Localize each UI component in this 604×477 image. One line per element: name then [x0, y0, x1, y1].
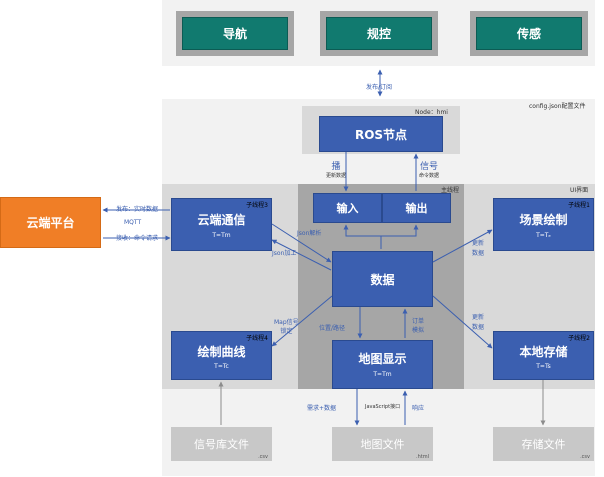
cloud-mqtt-label: MQTT: [124, 219, 142, 226]
cloud-platform-box[interactable]: 云端平台: [0, 197, 101, 248]
ros-node-box[interactable]: ROS节点: [319, 116, 443, 152]
curve-draw-period: T=Tc: [214, 363, 229, 370]
map-display-title: 地图显示: [358, 352, 407, 366]
config-file-label: config.json配置文件: [529, 103, 586, 110]
ros-up-title: 信号: [419, 162, 438, 172]
json-parse-label: Json解析: [297, 230, 322, 237]
data-box[interactable]: 数据: [332, 251, 433, 307]
position-path-label: 位置/路径: [319, 325, 346, 332]
map-file-title: 地图文件: [360, 438, 405, 451]
output-label: 输出: [405, 202, 428, 215]
map-file[interactable]: 地图文件 .html: [332, 427, 433, 461]
update-data-label-2: 更新 数据: [472, 314, 485, 331]
main-thread-label: 主线程: [441, 187, 460, 194]
local-storage-period: T=Ts: [536, 363, 551, 370]
curve-draw-box[interactable]: 子线程4 绘制曲线 T=Tc: [171, 331, 272, 380]
order-simulation-label: 订单 模拟: [412, 318, 425, 334]
ros-up-label: 信号 命令数据: [414, 159, 444, 179]
navigation-module[interactable]: 导航: [176, 11, 294, 56]
scene-draw-title: 场景绘制: [519, 213, 568, 227]
ros-down-label: 播 更新数据: [322, 159, 350, 179]
update-data-label-1: 更新 数据: [472, 240, 485, 257]
curve-draw-thread: 子线程4: [246, 335, 268, 342]
node-label: Node：hmi: [415, 109, 448, 116]
scene-draw-period: T=Tₑ: [536, 232, 551, 239]
cloud-comm-title: 云端通信: [197, 213, 246, 227]
json-add-label: Json加工: [272, 250, 297, 257]
planning-control-module[interactable]: 规控: [320, 11, 438, 56]
cloud-receive-label: 接收：命令请求: [116, 235, 159, 242]
perception-module[interactable]: 传感: [470, 11, 588, 56]
cloud-comm-thread: 子线程3: [246, 202, 268, 209]
data-label: 数据: [370, 272, 395, 287]
scene-draw-thread: 子线程1: [568, 202, 590, 209]
cloud-platform-label: 云端平台: [26, 216, 75, 230]
ros-down-title: 播: [331, 162, 341, 172]
output-box[interactable]: 输出: [382, 193, 451, 223]
local-storage-thread: 子线程2: [568, 335, 590, 342]
map-display-box[interactable]: 地图显示 T=Tm: [332, 340, 433, 389]
js-interface-label: JavaScript接口: [365, 404, 401, 410]
storage-file-ext: .csv: [580, 454, 590, 460]
map-signal-label: Map信号 锁定: [274, 319, 299, 335]
ros-node-label: ROS节点: [354, 127, 408, 142]
request-data-label: 需求+数据: [307, 405, 337, 412]
ui-interface-label: UI界面: [570, 187, 589, 194]
map-display-period: T=Tm: [373, 371, 392, 378]
ros-down-sub: 更新数据: [325, 173, 346, 179]
input-box[interactable]: 输入: [313, 193, 382, 223]
map-file-ext: .html: [416, 454, 429, 460]
input-label: 输入: [336, 202, 359, 215]
planning-control-label: 规控: [326, 17, 432, 50]
storage-file[interactable]: 存储文件 .csv: [493, 427, 594, 461]
response-label: 响应: [412, 405, 425, 412]
signal-lib-ext: .csv: [258, 454, 268, 460]
navigation-label: 导航: [182, 17, 288, 50]
cloud-comm-box[interactable]: 子线程3 云端通信 T=Tm: [171, 198, 272, 251]
curve-draw-title: 绘制曲线: [197, 345, 246, 359]
cloud-comm-period: T=Tm: [212, 232, 231, 239]
perception-label: 传感: [476, 17, 582, 50]
storage-file-title: 存储文件: [521, 438, 566, 451]
cloud-publish-label: 发布：实时数据: [116, 206, 159, 213]
scene-draw-box[interactable]: 子线程1 场景绘制 T=Tₑ: [493, 198, 594, 251]
local-storage-box[interactable]: 子线程2 本地存储 T=Ts: [493, 331, 594, 380]
signal-lib-file[interactable]: 信号库文件 .csv: [171, 427, 272, 461]
signal-lib-title: 信号库文件: [194, 438, 249, 451]
local-storage-title: 本地存储: [519, 345, 568, 359]
publish-subscribe-label: 发布/订阅: [366, 84, 393, 91]
ros-up-sub: 命令数据: [418, 173, 439, 179]
